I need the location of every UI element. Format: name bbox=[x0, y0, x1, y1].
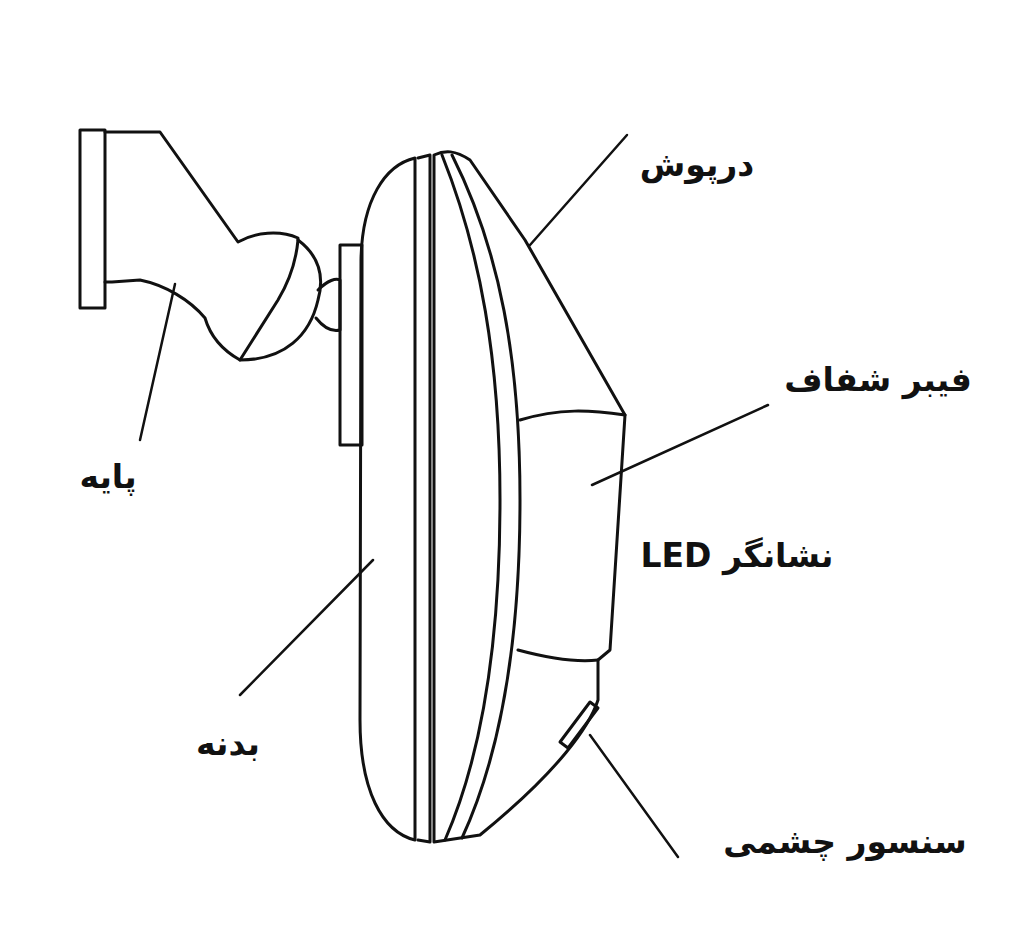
mount-plate bbox=[340, 245, 362, 445]
leader-lines bbox=[140, 135, 768, 857]
leader-line bbox=[140, 284, 175, 440]
part-label: بدنه bbox=[193, 724, 263, 764]
wall-plate bbox=[80, 130, 105, 308]
fiber-window bbox=[518, 411, 625, 661]
joint-neck bbox=[316, 279, 340, 330]
leader-line bbox=[240, 560, 373, 695]
cover-contour bbox=[452, 155, 520, 838]
body-seam bbox=[418, 155, 430, 842]
part-label: درپوش bbox=[637, 145, 758, 185]
eye-sensor bbox=[560, 702, 598, 748]
part-label: سنسور چشمی bbox=[720, 822, 970, 862]
body-shell bbox=[360, 158, 415, 840]
part-label: پایه bbox=[76, 457, 139, 497]
ball-joint bbox=[240, 240, 321, 360]
part-label: فیبر شفاف bbox=[781, 360, 975, 400]
part-label: نشانگر LED bbox=[638, 536, 837, 576]
leader-line bbox=[592, 405, 768, 485]
leader-line bbox=[530, 135, 627, 245]
cover-shell bbox=[434, 152, 625, 842]
leader-line bbox=[590, 735, 678, 857]
bracket-arm bbox=[105, 132, 298, 360]
